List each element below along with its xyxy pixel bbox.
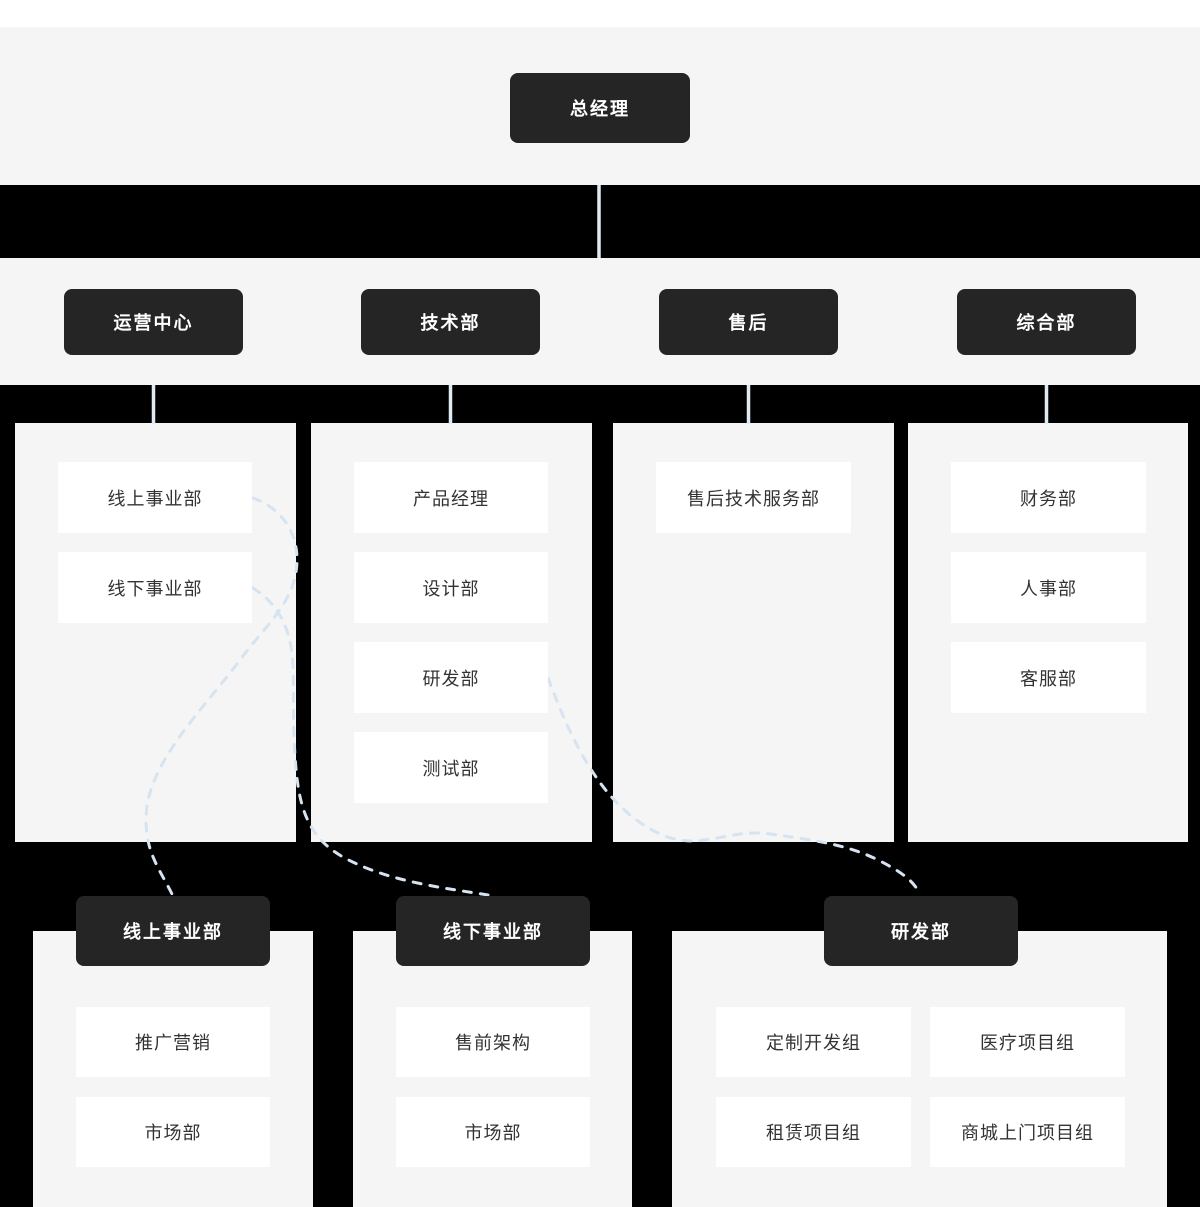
unit-finance-dept[interactable]: 财务部 xyxy=(951,462,1146,533)
node-general-dept[interactable]: 综合部 xyxy=(957,289,1136,355)
unit-hr-dept[interactable]: 人事部 xyxy=(951,552,1146,623)
unit-market-dept-offline[interactable]: 市场部 xyxy=(396,1097,590,1167)
unit-offline-division[interactable]: 线下事业部 xyxy=(58,552,252,623)
node-rnd-dept-expanded[interactable]: 研发部 xyxy=(824,896,1018,966)
unit-leasing-project-group[interactable]: 租赁项目组 xyxy=(716,1097,911,1167)
node-aftersales[interactable]: 售后 xyxy=(659,289,838,355)
unit-market-dept-online[interactable]: 市场部 xyxy=(76,1097,270,1167)
unit-medical-project-group[interactable]: 医疗项目组 xyxy=(930,1007,1125,1077)
unit-product-manager[interactable]: 产品经理 xyxy=(354,462,548,533)
unit-testing-dept[interactable]: 测试部 xyxy=(354,732,548,803)
unit-customer-service-dept[interactable]: 客服部 xyxy=(951,642,1146,713)
unit-online-division[interactable]: 线上事业部 xyxy=(58,462,252,533)
node-root[interactable]: 总经理 xyxy=(510,73,690,143)
unit-aftersales-tech-service[interactable]: 售后技术服务部 xyxy=(656,462,851,533)
node-online-division-expanded[interactable]: 线上事业部 xyxy=(76,896,270,966)
unit-design-dept[interactable]: 设计部 xyxy=(354,552,548,623)
unit-presales-architecture[interactable]: 售前架构 xyxy=(396,1007,590,1077)
unit-custom-dev-group[interactable]: 定制开发组 xyxy=(716,1007,911,1077)
node-operations-center[interactable]: 运营中心 xyxy=(64,289,243,355)
unit-promotion-marketing[interactable]: 推广营销 xyxy=(76,1007,270,1077)
node-tech-dept[interactable]: 技术部 xyxy=(361,289,540,355)
node-offline-division-expanded[interactable]: 线下事业部 xyxy=(396,896,590,966)
top-white-strip xyxy=(0,0,1200,27)
unit-rnd-dept[interactable]: 研发部 xyxy=(354,642,548,713)
unit-mall-onsite-project-group[interactable]: 商城上门项目组 xyxy=(930,1097,1125,1167)
